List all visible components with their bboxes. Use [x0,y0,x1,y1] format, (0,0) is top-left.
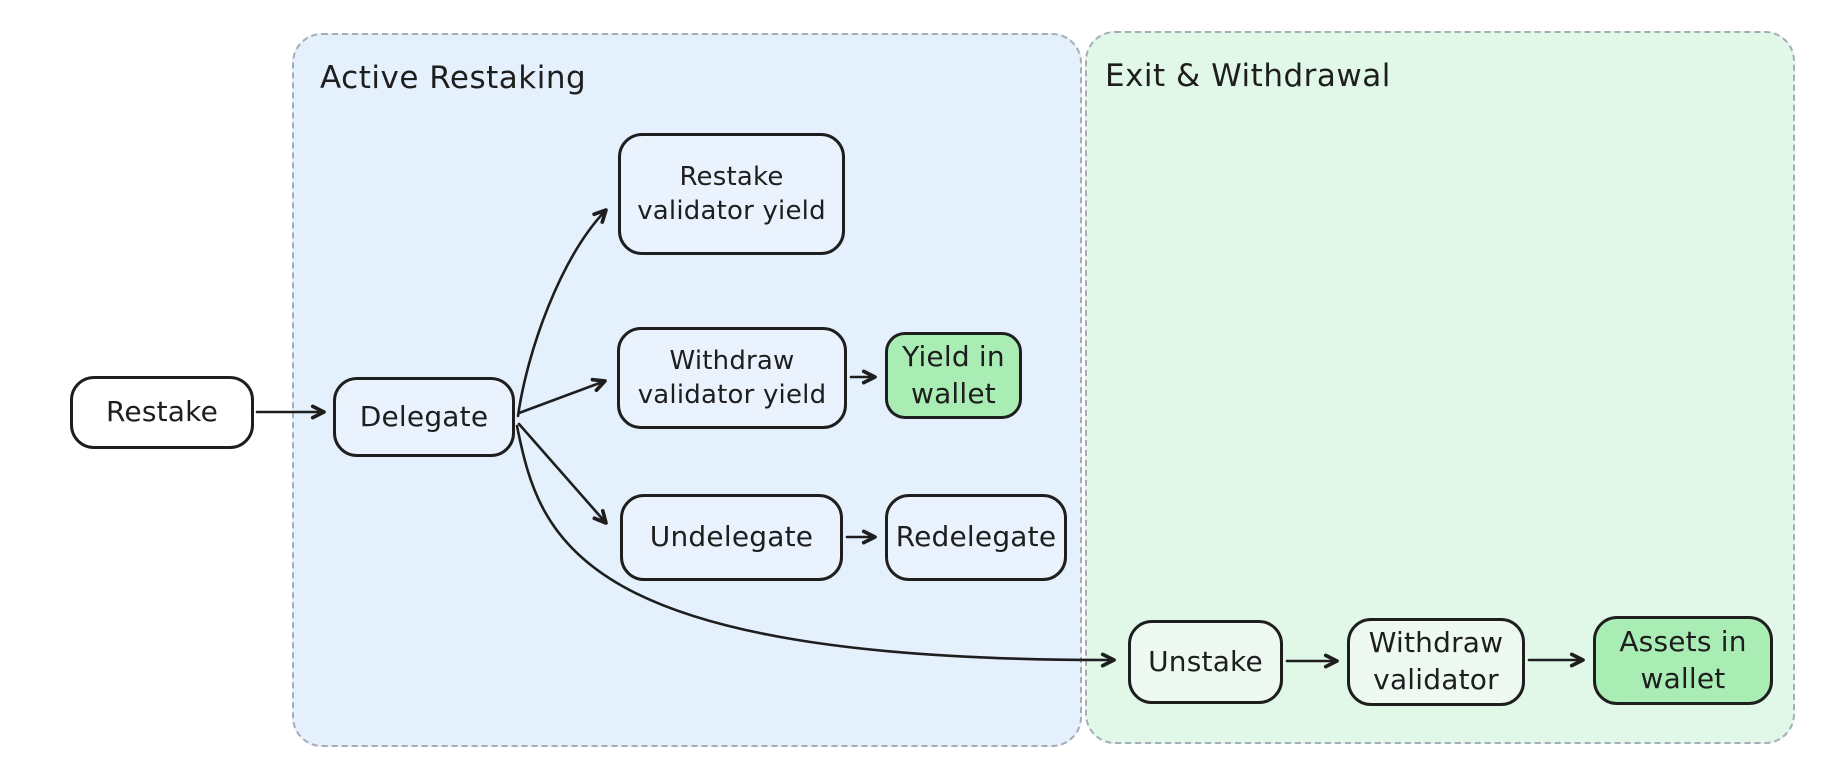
node-yield-in-wallet: Yield in wallet [885,332,1022,419]
node-restake-validator-yield: Restake validator yield [618,133,845,255]
node-unstake-label: Unstake [1148,644,1263,678]
node-undelegate-label: Undelegate [649,520,814,554]
node-withdraw-validator: Withdraw validator [1347,618,1525,706]
node-unstake: Unstake [1128,620,1283,704]
node-restake: Restake [70,376,254,449]
group-title-exit-withdrawal: Exit & Withdrawal [1105,58,1391,94]
node-delegate: Delegate [333,377,515,457]
node-assets-in-wallet: Assets in wallet [1593,616,1773,705]
node-assets-in-wallet-label: Assets in wallet [1619,624,1747,695]
node-redelegate: Redelegate [885,494,1067,581]
group-title-active-restaking: Active Restaking [320,60,587,96]
node-restake-label: Restake [106,395,218,429]
node-withdraw-validator-yield-label: Withdraw validator yield [637,345,827,410]
node-delegate-label: Delegate [359,399,489,433]
node-restake-validator-yield-label: Restake validator yield [637,161,826,226]
node-undelegate: Undelegate [620,494,843,581]
node-withdraw-validator-yield: Withdraw validator yield [617,327,847,429]
node-withdraw-validator-label: Withdraw validator [1368,626,1504,696]
node-yield-in-wallet-label: Yield in wallet [902,339,1005,410]
node-redelegate-label: Redelegate [895,520,1057,554]
